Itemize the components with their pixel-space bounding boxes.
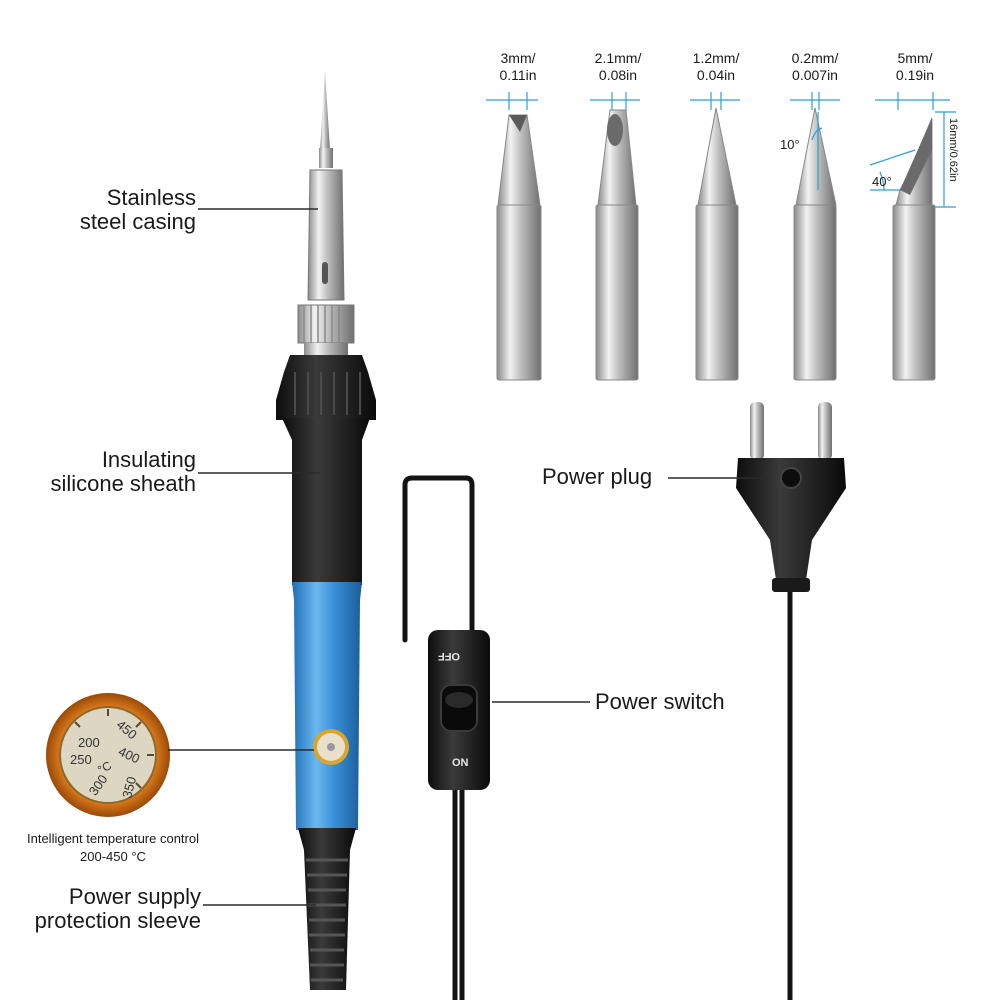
blue-handle [292, 582, 362, 830]
label-power-switch: Power switch [595, 689, 725, 714]
power-plug-body [736, 402, 846, 592]
dial-mark-350: 350 [119, 775, 139, 800]
label-protection-sleeve: Power supply protection sleeve [34, 884, 201, 933]
tip-fine-cone [793, 107, 837, 381]
tip-cone [695, 107, 739, 381]
tip-size-label-5: 5mm/0.19in [895, 50, 935, 83]
dimension-markers [486, 92, 956, 208]
tip-size-label-2: 2.1mm/0.08in [594, 50, 642, 83]
silicone-sheath [282, 418, 370, 585]
label-power-plug: Power plug [542, 464, 653, 489]
switch-off-label: OFF [438, 650, 460, 662]
tip-size-label-4: 0.2mm/0.007in [791, 50, 839, 83]
tip-size-label-3: 1.2mm/0.04in [692, 50, 740, 83]
switch-on-label: ON [452, 757, 469, 769]
handle-temperature-dial [313, 729, 349, 765]
insulating-collar [276, 355, 376, 420]
stainless-steel-casing [307, 169, 345, 301]
label-stainless-casing: Stainless steel casing [79, 185, 196, 234]
leader-lines [168, 208, 770, 906]
tip-chisel [496, 114, 542, 381]
tip-size-label-1: 3mm/0.11in [499, 50, 537, 83]
iron-tip [320, 70, 330, 150]
power-cable [402, 475, 793, 1000]
label-temperature-control: Intelligent temperature control 200-450 … [27, 831, 199, 864]
temperature-dial: 200 250 300 350 400 450 °C [46, 693, 170, 817]
power-switch-body [428, 630, 490, 790]
tip-knife [892, 117, 936, 381]
soldering-tips [496, 107, 936, 381]
angle-fine-label: 10° [780, 137, 800, 152]
tip-length-label: 16mm/0.62in [947, 118, 959, 182]
label-silicone-sheath: Insulating silicone sheath [50, 447, 196, 496]
tip-bevel [595, 109, 639, 381]
angle-knife-label: 40° [872, 174, 892, 189]
dial-unit: °C [95, 758, 114, 777]
soldering-iron [276, 70, 376, 990]
dial-mark-250: 250 [70, 752, 92, 767]
dial-mark-200: 200 [78, 735, 100, 750]
